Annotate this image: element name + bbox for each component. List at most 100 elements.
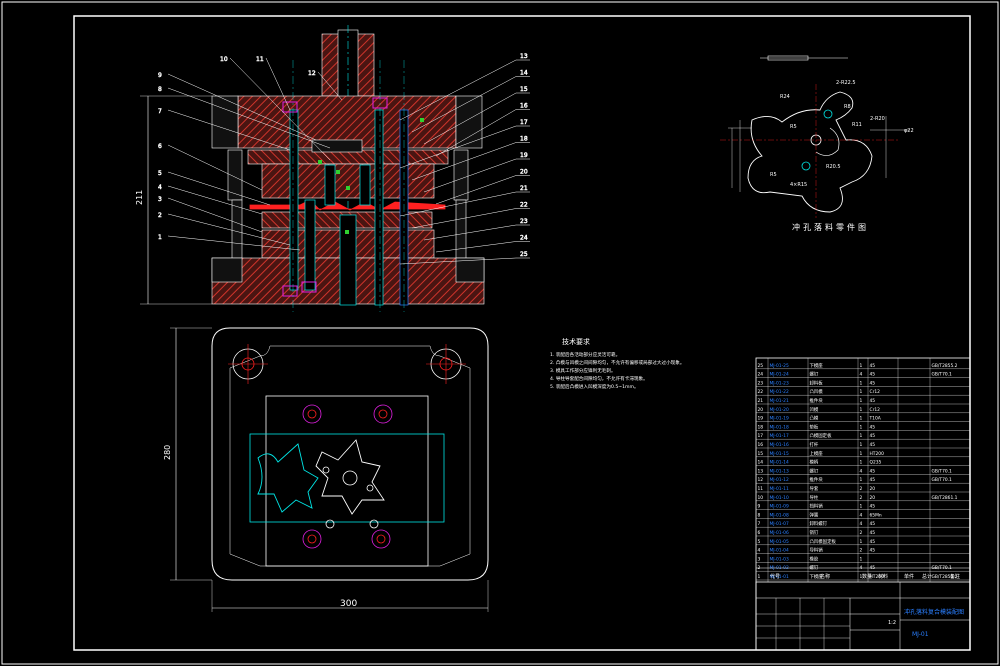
bom-cell: 橡胶 bbox=[810, 555, 819, 562]
bom-cell: MJ-01-03 bbox=[770, 556, 789, 562]
part-label: 15 bbox=[520, 86, 528, 93]
part-label: 11 bbox=[256, 56, 264, 63]
bom-cell: 20 bbox=[758, 407, 764, 413]
bom-cell: MJ-01-23 bbox=[770, 380, 789, 386]
bom-cell: 1 bbox=[758, 574, 761, 580]
bom-cell: MJ-01-18 bbox=[770, 424, 789, 430]
part-caption: 冲孔落料零件图 bbox=[792, 222, 869, 232]
bom-cell: 45 bbox=[870, 468, 876, 474]
bom-cell: T10A bbox=[869, 416, 881, 422]
bom-cell: 1 bbox=[860, 442, 863, 448]
bom-cell: 20 bbox=[870, 495, 876, 501]
bom-cell: 3 bbox=[758, 556, 761, 562]
part-dim: 2-R20 bbox=[870, 116, 885, 122]
bom-cell: 12 bbox=[758, 477, 764, 483]
bom-cell: Cr12 bbox=[870, 389, 881, 395]
part-dim: R24 bbox=[780, 94, 790, 100]
bom-cell: 4 bbox=[860, 512, 863, 518]
bom-cell: 7 bbox=[758, 521, 761, 527]
bom-cell: 凹模 bbox=[810, 406, 819, 413]
bom-cell: MJ-01-16 bbox=[770, 442, 789, 448]
bom-cell: MJ-01-10 bbox=[770, 495, 789, 501]
part-dim: R11 bbox=[852, 122, 862, 128]
part-label: 9 bbox=[158, 72, 162, 79]
drawing-scale: 1:2 bbox=[888, 620, 896, 626]
bom-cell: 螺钉 bbox=[810, 564, 819, 571]
bom-cell: MJ-01-01 bbox=[770, 574, 789, 580]
part-dim: φ22 bbox=[904, 128, 914, 134]
dim-plan-height-label: 280 bbox=[163, 445, 172, 460]
bom-cell: 螺钉 bbox=[810, 371, 819, 378]
part-label: 20 bbox=[520, 169, 528, 176]
bom-cell: 65Mn bbox=[870, 512, 882, 518]
bom-cell: 1 bbox=[860, 556, 863, 562]
bom-cell: 45 bbox=[870, 530, 876, 536]
bom-header: 代号 bbox=[770, 573, 780, 580]
bom-cell: 1 bbox=[860, 504, 863, 510]
bom-cell: 10 bbox=[758, 495, 764, 501]
bom-cell: 1 bbox=[860, 380, 863, 386]
part-label: 14 bbox=[520, 70, 528, 77]
part-label: 23 bbox=[520, 218, 528, 225]
bom-cell: 45 bbox=[870, 442, 876, 448]
bom-cell: GB/T2855.2 bbox=[932, 574, 958, 580]
bom-cell: 2 bbox=[860, 530, 863, 536]
bom-cell: 1 bbox=[860, 460, 863, 466]
part-label: 21 bbox=[520, 185, 528, 192]
plan-view: 280 300 bbox=[163, 327, 489, 612]
bom-cell: 45 bbox=[870, 424, 876, 430]
tech-notes: 技术要求 1. 装配后各活动部分应灵活可靠。2. 凸模与凹模之间间隙均匀，不允许… bbox=[550, 337, 684, 390]
bom-cell: MJ-01-12 bbox=[770, 477, 789, 483]
bom-cell: 14 bbox=[758, 460, 764, 466]
bom-cell: 导套 bbox=[810, 485, 819, 492]
bom-cell: 4 bbox=[758, 548, 761, 554]
part-label: 4 bbox=[158, 184, 162, 191]
bom-cell: MJ-01-25 bbox=[770, 363, 789, 369]
bom-cell: 45 bbox=[870, 548, 876, 554]
drawing-code: MJ-01 bbox=[912, 631, 929, 638]
part-dim: R8 bbox=[844, 104, 851, 110]
dim-height-label: 211 bbox=[135, 190, 144, 205]
bom-cell: 24 bbox=[758, 372, 764, 378]
bom-cell: HT200 bbox=[870, 574, 885, 580]
bom-cell: 1 bbox=[860, 539, 863, 545]
tech-title: 技术要求 bbox=[562, 337, 590, 346]
bom-cell: 15 bbox=[758, 451, 764, 457]
bom-cell: 打杆 bbox=[810, 441, 819, 448]
bom-cell: 45 bbox=[870, 380, 876, 386]
bom-cell: MJ-01-04 bbox=[770, 548, 789, 554]
part-dim: R5 bbox=[790, 124, 797, 130]
bom-cell: 推件块 bbox=[810, 476, 824, 483]
bom-cell: 挡料销 bbox=[810, 503, 824, 510]
part-label: 18 bbox=[520, 136, 528, 143]
bom-cell: MJ-01-15 bbox=[770, 451, 789, 457]
bom-cell: 销钉 bbox=[810, 529, 819, 536]
tech-note: 5. 装配后凸模进入凹模深度为0.5~1mm。 bbox=[550, 383, 639, 390]
bom-cell: 8 bbox=[758, 512, 761, 518]
part-label: 12 bbox=[308, 70, 316, 77]
part-label: 13 bbox=[520, 53, 528, 60]
bom-cell: MJ-01-20 bbox=[770, 407, 789, 413]
bom-header: 材料 bbox=[878, 573, 888, 580]
part-label: 16 bbox=[520, 103, 528, 110]
bom-cell: 凸凹模 bbox=[810, 388, 824, 395]
bom-cell: 45 bbox=[870, 477, 876, 483]
bom-cell: 2 bbox=[860, 486, 863, 492]
bom-cell: 19 bbox=[758, 416, 764, 422]
drawing-title: 冲孔落料复合模装配图 bbox=[904, 608, 964, 616]
bom-cell: 18 bbox=[758, 424, 764, 430]
bom-cell: 1 bbox=[860, 407, 863, 413]
bom-cell: 弹簧 bbox=[810, 511, 819, 518]
section-view: 211 bbox=[135, 25, 485, 312]
bom-header: 单件 bbox=[904, 573, 914, 580]
drawing-frame bbox=[73, 15, 971, 651]
bom-cell: MJ-01-06 bbox=[770, 530, 789, 536]
part-label: 19 bbox=[520, 152, 528, 159]
dim-plan-width-label: 300 bbox=[340, 599, 357, 609]
bom-cell: MJ-01-21 bbox=[770, 398, 789, 404]
tech-note: 4. 导柱导套配合间隙均匀，不允许有卡滞现象。 bbox=[550, 375, 648, 382]
bom-cell: MJ-01-24 bbox=[770, 372, 789, 378]
bom-cell: MJ-01-13 bbox=[770, 468, 789, 474]
